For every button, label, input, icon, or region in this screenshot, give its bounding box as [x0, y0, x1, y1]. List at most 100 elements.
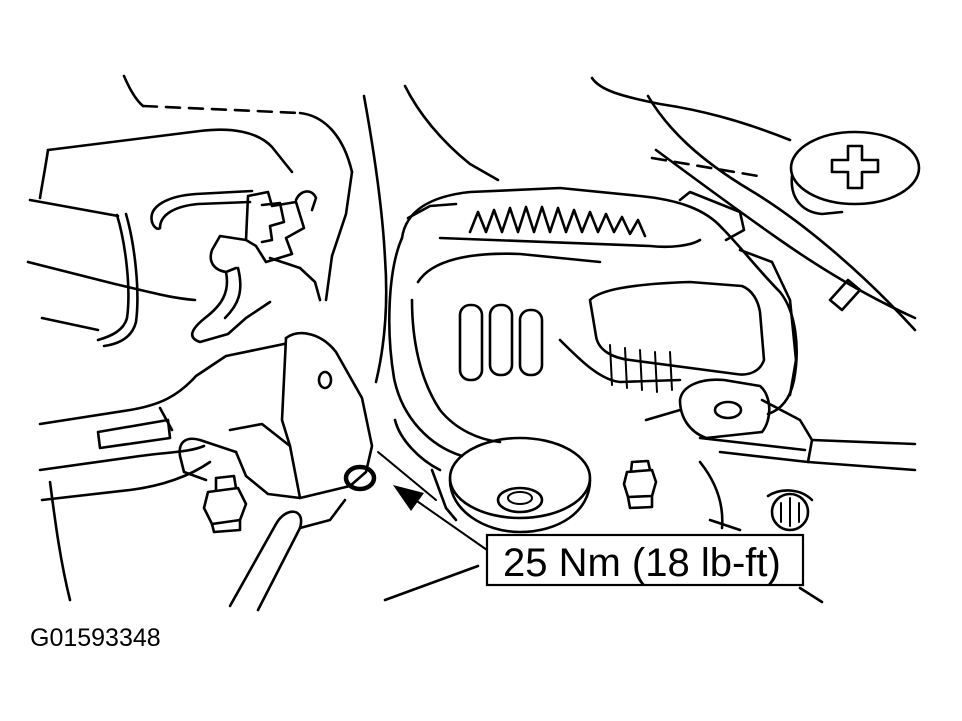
figure-id: G01593348: [30, 624, 161, 652]
connector-base: [209, 234, 248, 274]
reservoir-cap: [789, 130, 921, 216]
left-box-top: [46, 128, 294, 174]
housing-lower-left: [393, 418, 442, 472]
arm-link: [644, 408, 682, 422]
strut-top-edge: [38, 342, 286, 426]
nut-stud: [214, 474, 238, 492]
lower-tube-inner: [223, 266, 242, 320]
pivot-stud: [622, 459, 658, 510]
fan-blades: [468, 205, 647, 238]
vacuum-hose-bottom: [158, 200, 252, 230]
arm-bolt-hole: [713, 400, 743, 420]
housing-lower-edge: [430, 468, 458, 522]
center-support-line: [324, 170, 354, 302]
strut-bend: [158, 406, 174, 432]
housing-rib-curve: [558, 338, 682, 384]
torque-callout-box: [485, 533, 805, 587]
stud-thread: [629, 459, 652, 473]
bracket-hole: [317, 370, 333, 390]
mounting-bracket: [178, 331, 374, 500]
stud-nut: [622, 468, 658, 499]
torque-label: 25 Nm (18 lb-ft): [503, 541, 781, 585]
housing-top: [400, 186, 724, 240]
pulley-rim: [448, 478, 592, 534]
vacuum-hose-top: [150, 189, 254, 224]
vent-slot-1: [458, 303, 484, 382]
upper-hose-inner: [654, 148, 917, 320]
harness-wire-outer: [96, 213, 130, 342]
housing-ribs: [609, 344, 673, 393]
left-panel-lower: [26, 260, 197, 302]
torque-callout: 25 Nm (18 lb-ft): [485, 533, 805, 587]
nut-washer: [210, 518, 242, 534]
lower-tube-outer: [191, 270, 272, 344]
housing-front-edge: [410, 298, 502, 444]
housing-left-side: [388, 236, 464, 458]
lower-right-line: [798, 586, 824, 604]
cap-side: [790, 174, 844, 216]
upper-hidden-edge: [650, 156, 760, 178]
wiring-harness: [96, 212, 139, 348]
nut-hex: [202, 486, 248, 526]
left-panel-edge: [40, 316, 100, 332]
sensor-connector: [150, 189, 322, 344]
alternator-pulley: [448, 436, 592, 534]
right-frame-upper: [810, 438, 917, 446]
engine-bolt-boss: [766, 489, 814, 502]
left-panel: [26, 128, 294, 602]
bolt-lower-line: [377, 451, 437, 501]
right-frame-lower: [806, 460, 917, 472]
adjusting-arm: [588, 248, 917, 532]
arm-strap: [588, 280, 766, 376]
cap-cross-icon: [830, 144, 880, 190]
engine-bolt-head: [770, 492, 810, 532]
stud-washer: [626, 494, 654, 510]
bracket-nut: [202, 474, 248, 534]
linkage-joint: [298, 498, 347, 530]
pulley-face: [448, 436, 592, 520]
housing-rear-block: [678, 190, 746, 242]
lower-engine-line: [383, 564, 480, 602]
vent-slots: [458, 303, 544, 382]
strut-bottom-edge: [38, 444, 206, 472]
bracket-face: [280, 336, 302, 500]
bracket-flange: [178, 437, 238, 482]
upper-hose-outer: [646, 94, 917, 332]
fender-inner-line: [362, 94, 388, 384]
pulley-hub: [496, 486, 544, 514]
connector-body: [244, 190, 306, 264]
lower-linkage: [228, 498, 824, 612]
hood-edge-curve: [298, 111, 354, 174]
hose-end-cap: [150, 220, 162, 231]
bracket-flange-edge: [228, 422, 292, 448]
hood-hidden-edge: [141, 104, 302, 115]
arm-extension-edge: [698, 436, 807, 452]
hood-edge-left: [122, 74, 145, 108]
housing-band: [438, 236, 702, 249]
hood-inner-edge: [590, 76, 792, 142]
alternator-housing: [388, 186, 798, 522]
upper-hose: [646, 94, 917, 332]
support-strut: [38, 342, 286, 502]
callout-leader-line: [413, 498, 488, 551]
cooling-fan: [468, 205, 647, 238]
left-box-side: [38, 148, 50, 200]
engine-bolt-flats: [780, 497, 800, 527]
callout-arrow: [393, 485, 488, 551]
housing-front-ring: [416, 252, 602, 284]
arrowhead-icon: [393, 485, 424, 511]
engine-bolt: [766, 489, 814, 532]
arm-mount-lug: [678, 378, 771, 440]
connector-detail: [260, 201, 286, 244]
housing-right-side: [720, 226, 798, 416]
strut-slot: [96, 418, 172, 450]
housing-top-lip: [406, 202, 458, 220]
connector-clip: [294, 190, 318, 212]
pulley-hub-center: [507, 491, 533, 505]
alternator-bolt: [343, 451, 437, 501]
connector-mount: [268, 256, 322, 302]
right-lower-curve: [698, 460, 724, 530]
right-lower-stub: [708, 518, 742, 532]
